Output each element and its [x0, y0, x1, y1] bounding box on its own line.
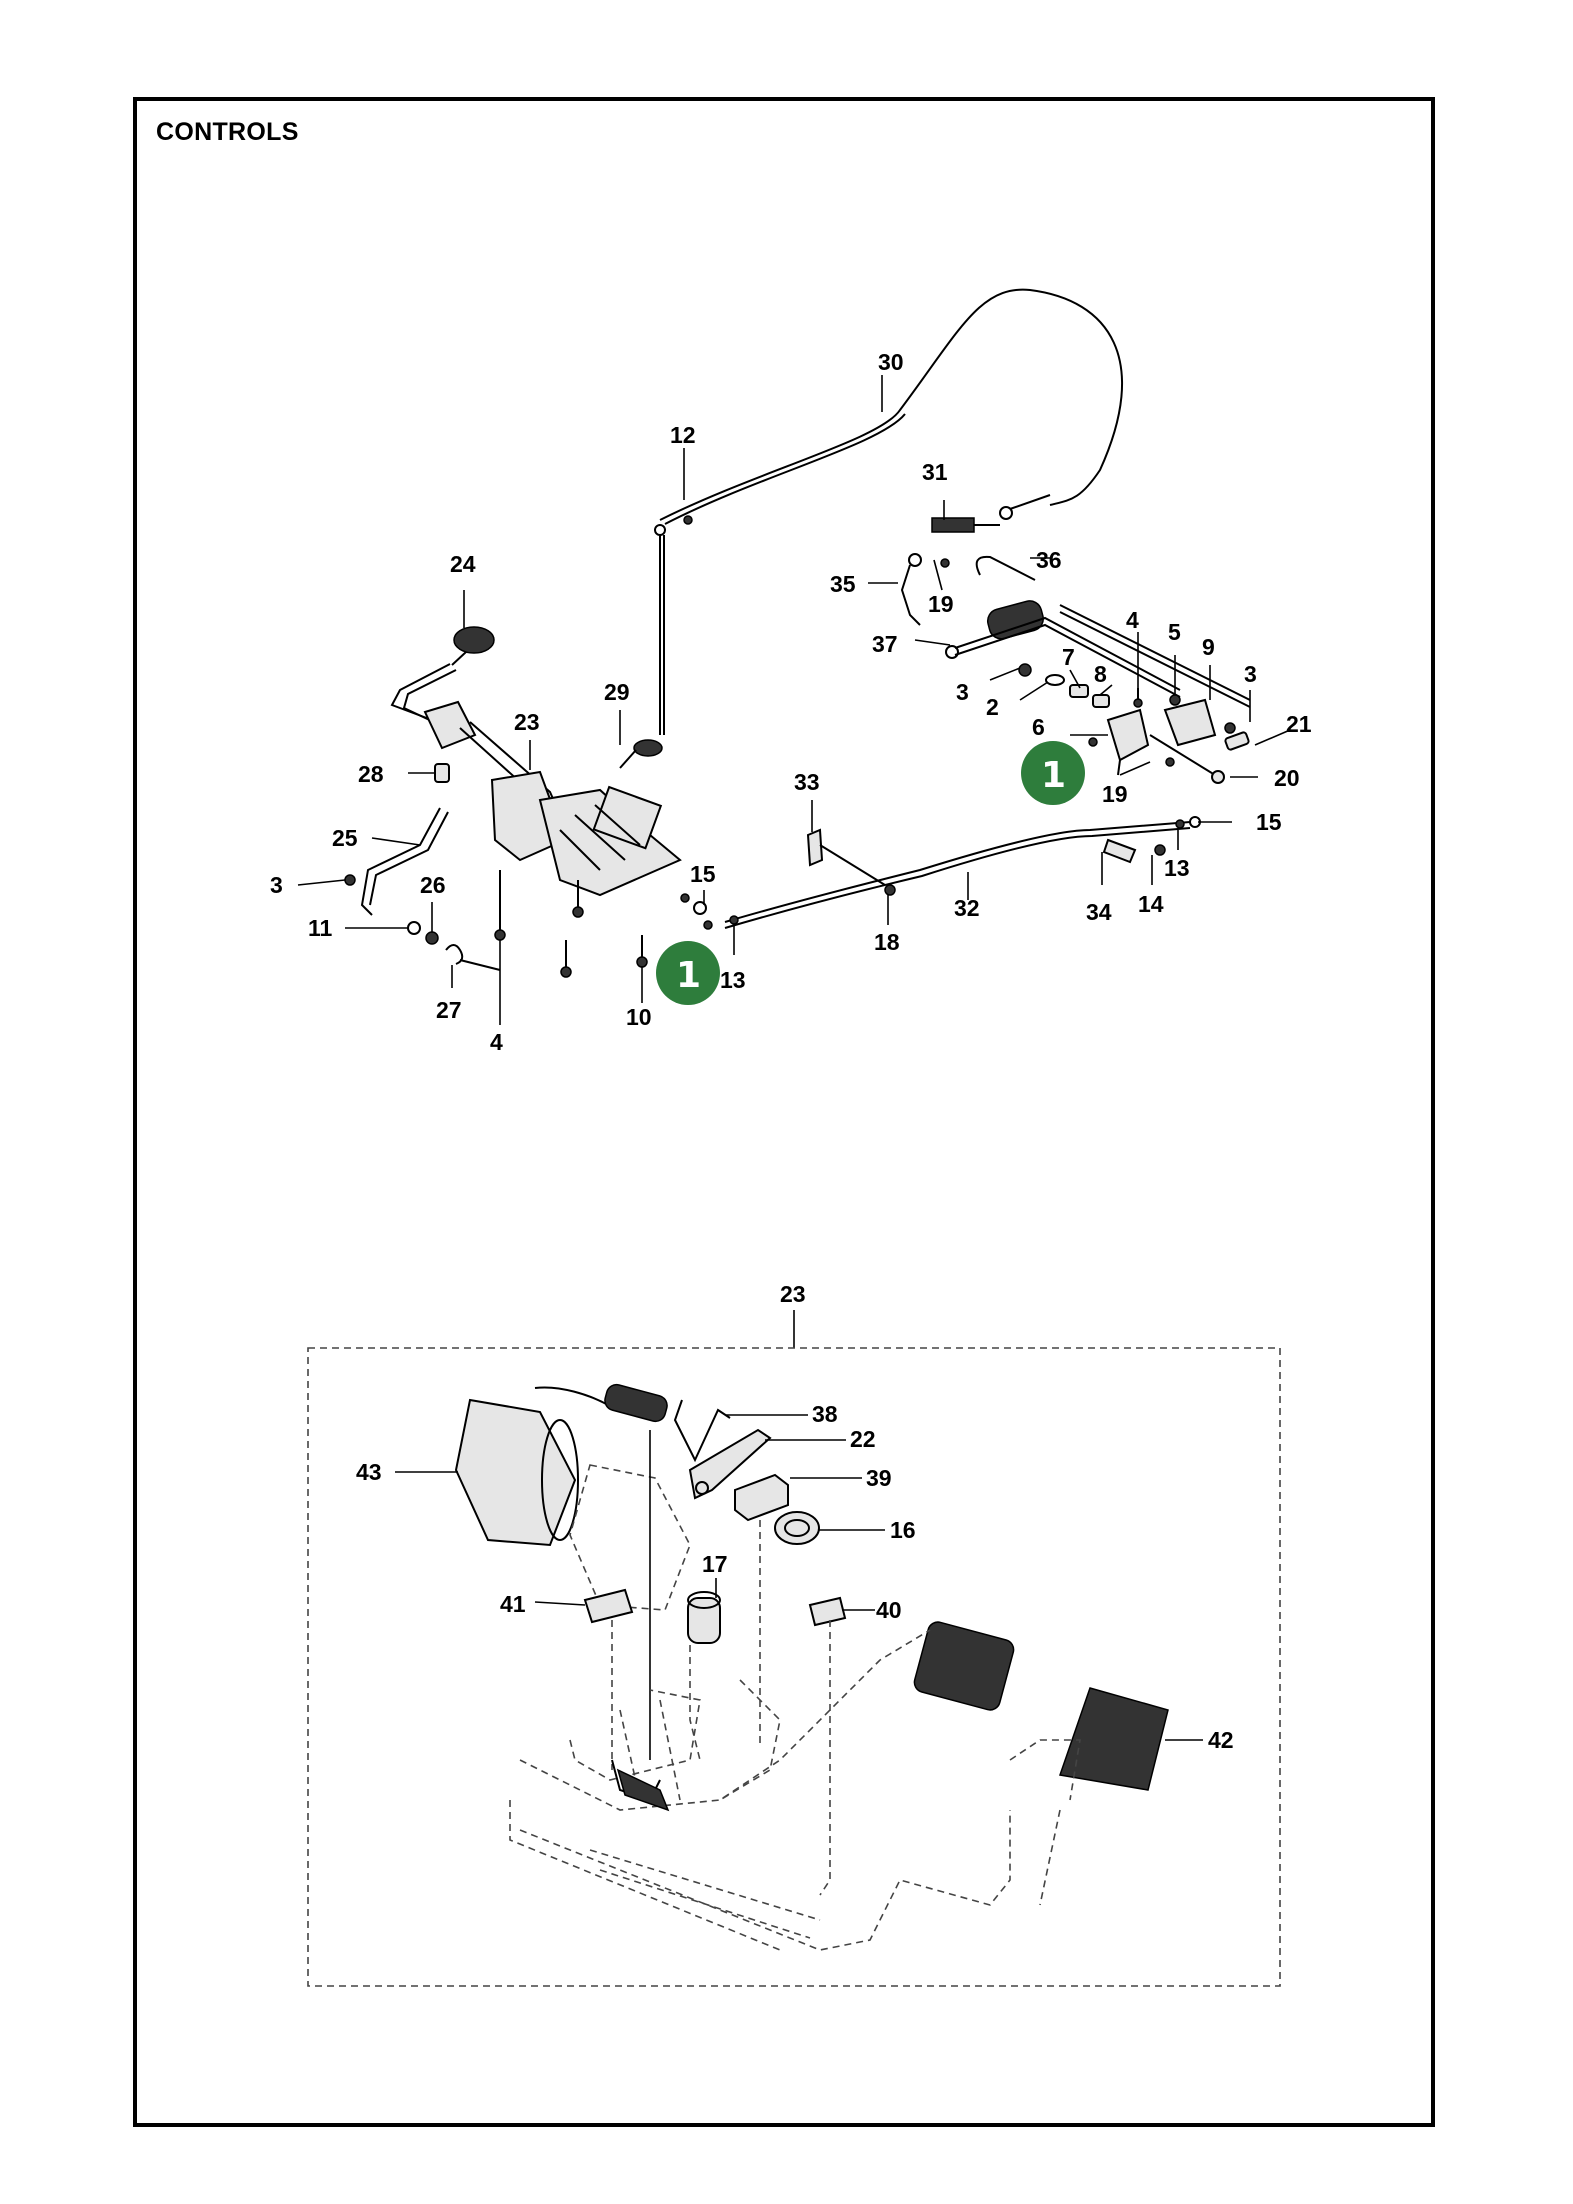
callout-19-right: 19	[1102, 781, 1128, 807]
callout-26: 26	[420, 872, 446, 898]
callout-31: 31	[922, 459, 948, 485]
spring-27	[445, 944, 464, 965]
callout-29: 29	[604, 679, 630, 705]
callout-16: 16	[890, 1517, 916, 1543]
callout-41: 41	[500, 1591, 526, 1617]
callout-36: 36	[1036, 547, 1062, 573]
callout-9: 9	[1202, 634, 1215, 660]
callout-40: 40	[876, 1597, 902, 1623]
callout-19-upper: 19	[928, 591, 954, 617]
callout-18: 18	[874, 929, 900, 955]
callout-24: 24	[450, 551, 476, 577]
callout-23-detail: 23	[780, 1281, 806, 1307]
callout-14: 14	[1138, 891, 1164, 917]
callout-4-left: 4	[490, 1029, 503, 1055]
detail-parts	[454, 1383, 1169, 1951]
callout-2: 2	[986, 694, 999, 720]
callout-3-right: 3	[1244, 661, 1257, 687]
knob-24	[451, 626, 495, 666]
callout-10: 10	[626, 1004, 652, 1030]
svg-text:1: 1	[676, 955, 701, 996]
callout-27: 27	[436, 997, 462, 1023]
callout-34: 34	[1086, 899, 1112, 925]
callout-32: 32	[954, 895, 980, 921]
callout-25: 25	[332, 825, 358, 851]
cable-30	[659, 288, 1124, 521]
callout-23-upper: 23	[514, 709, 540, 735]
lever-25	[360, 807, 441, 916]
callout-6: 6	[1032, 714, 1045, 740]
cable-32	[724, 821, 1191, 923]
spring-29	[619, 739, 663, 769]
callout-22: 22	[850, 1426, 876, 1452]
callout-7: 7	[1062, 644, 1075, 670]
callout-28: 28	[358, 761, 384, 787]
bracket-assembly-6	[1018, 663, 1250, 784]
svg-text:1: 1	[1041, 755, 1066, 796]
detail-box-23	[307, 1347, 1281, 1987]
pedal-assembly-23	[390, 663, 682, 897]
page-title: CONTROLS	[156, 118, 299, 146]
callout-30: 30	[878, 349, 904, 375]
callout-8: 8	[1094, 661, 1107, 687]
callout-37: 37	[872, 631, 898, 657]
callout-20: 20	[1274, 765, 1300, 791]
callout-15-right: 15	[1256, 809, 1282, 835]
fitting-12	[654, 515, 693, 735]
callout-12: 12	[670, 422, 696, 448]
callout-5: 5	[1168, 619, 1181, 645]
callout-4-right: 4	[1126, 607, 1139, 633]
callout-11: 11	[308, 915, 333, 941]
callout-3-mid: 3	[956, 679, 969, 705]
callout-39: 39	[866, 1465, 892, 1491]
clip-34	[1102, 838, 1137, 864]
callout-17: 17	[702, 1551, 728, 1577]
bushing-28	[434, 763, 450, 783]
bushing-26	[425, 931, 439, 945]
callout-38: 38	[812, 1401, 838, 1427]
callout-21: 21	[1286, 711, 1312, 737]
note-badge-1-left: 1	[656, 941, 720, 1005]
diagram-frame	[133, 97, 1435, 2127]
callout-43: 43	[356, 1459, 382, 1485]
callout-13-left: 13	[720, 967, 746, 993]
callout-15-left: 15	[690, 861, 716, 887]
spring-31	[931, 494, 1051, 533]
callout-35: 35	[830, 571, 856, 597]
callout-13-right: 13	[1164, 855, 1190, 881]
callout-42: 42	[1208, 1727, 1234, 1753]
washer-11	[407, 921, 421, 935]
rod-assembly	[900, 553, 1251, 708]
callout-33: 33	[794, 769, 820, 795]
callout-3-left: 3	[270, 872, 283, 898]
bracket-33	[806, 828, 824, 867]
note-badge-1-right: 1	[1021, 741, 1085, 805]
